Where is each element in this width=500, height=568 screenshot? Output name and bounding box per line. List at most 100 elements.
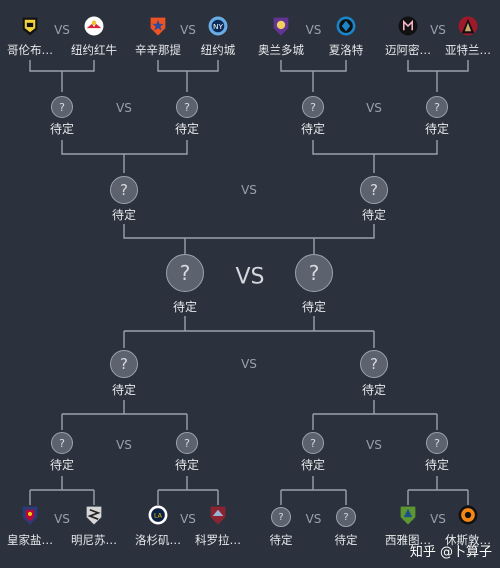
tbd-label: 待定 xyxy=(301,300,326,314)
bracket-bottom-r1-0 xyxy=(29,476,95,505)
slot-top-r2-3[interactable]: ? xyxy=(426,96,448,118)
vs-top-r2-1: VS xyxy=(366,101,382,115)
bracket-top-r2-0 xyxy=(61,140,188,173)
tbd-label: 待定 xyxy=(300,458,325,472)
vs-top-1: VS xyxy=(180,23,196,37)
la-galaxy-crest-icon: LA xyxy=(148,505,169,530)
slot-top-r2-0[interactable]: ? xyxy=(51,96,73,118)
vs-bottom-0: VS xyxy=(54,512,70,526)
slot-final-1[interactable]: ? xyxy=(295,254,333,292)
slot-bottom-r2-2[interactable]: ? xyxy=(302,432,324,454)
slot-top-r2-2[interactable]: ? xyxy=(302,96,324,118)
seattle-sounders-crest-icon xyxy=(398,505,419,530)
team-name-bottom-0: 皇家盐… xyxy=(7,533,53,547)
team-name-top-7: 亚特兰… xyxy=(445,43,491,57)
minnesota-united-crest-icon xyxy=(84,505,105,530)
team-name-top-3: 纽约城 xyxy=(200,43,236,57)
vs-top-r2-0: VS xyxy=(116,101,132,115)
slot-bottom-r3-0[interactable]: ? xyxy=(110,350,138,378)
nycfc-crest-icon: NY xyxy=(208,16,229,41)
question-icon: ? xyxy=(59,436,65,450)
slot-bottom-r1-5[interactable]: ? xyxy=(336,507,356,527)
slot-bottom-r2-3[interactable]: ? xyxy=(426,432,448,454)
inter-miami-crest-icon xyxy=(398,16,419,41)
team-name-top-1: 纽约红牛 xyxy=(71,43,117,57)
columbus-crew-crest-icon xyxy=(20,16,41,41)
tbd-label: 待定 xyxy=(361,208,386,222)
charlotte-fc-crest-icon xyxy=(336,16,357,41)
tbd-label: 待定 xyxy=(300,122,325,136)
tbd-label: 待定 xyxy=(424,122,449,136)
team-name-bottom-7: 休斯敦… xyxy=(445,533,491,547)
vs-bottom-r2-0: VS xyxy=(116,438,132,452)
vs-bottom-r3: VS xyxy=(241,357,257,371)
vs-bottom-1: VS xyxy=(180,512,196,526)
question-icon: ? xyxy=(370,181,378,199)
team-name-top-5: 夏洛特 xyxy=(328,43,364,57)
team-name-bottom-4: 待定 xyxy=(269,533,293,547)
slot-final-0[interactable]: ? xyxy=(166,254,204,292)
bracket-bottom-r1-3 xyxy=(407,476,469,505)
vs-top-0: VS xyxy=(54,23,70,37)
question-icon: ? xyxy=(184,436,190,450)
bracket-top-r1-0 xyxy=(29,60,95,92)
vs-bottom-2: VS xyxy=(305,512,322,526)
vs-bottom-r2-1: VS xyxy=(366,438,382,452)
team-name-bottom-1: 明尼苏… xyxy=(71,533,117,547)
question-icon: ? xyxy=(120,181,128,199)
bracket-top-r1-3 xyxy=(407,60,469,92)
slot-top-r3-0[interactable]: ? xyxy=(110,176,138,204)
question-icon: ? xyxy=(343,511,349,523)
fc-cincinnati-crest-icon xyxy=(148,16,169,41)
svg-text:LA: LA xyxy=(154,513,163,520)
bracket-bottom-final xyxy=(123,316,375,348)
red-bulls-crest-icon xyxy=(84,16,105,41)
vs-final: VS xyxy=(235,264,265,290)
question-icon: ? xyxy=(184,100,190,114)
vs-bottom-3: VS xyxy=(430,512,446,526)
bracket-bottom-r1-1 xyxy=(157,476,219,505)
question-icon: ? xyxy=(370,355,378,373)
bracket-bottom-r2-0 xyxy=(61,400,188,430)
bracket-bottom-r2-1 xyxy=(312,400,438,430)
question-icon: ? xyxy=(59,100,65,114)
slot-top-r3-1[interactable]: ? xyxy=(360,176,388,204)
tbd-label: 待定 xyxy=(111,383,136,397)
slot-bottom-r2-0[interactable]: ? xyxy=(51,432,73,454)
tbd-label: 待定 xyxy=(424,458,449,472)
tbd-label: 待定 xyxy=(174,458,199,472)
question-icon: ? xyxy=(120,355,128,373)
tbd-label: 待定 xyxy=(111,208,136,222)
tbd-label: 待定 xyxy=(49,458,74,472)
tbd-label: 待定 xyxy=(172,300,197,314)
vs-top-2: VS xyxy=(305,23,322,37)
colorado-rapids-crest-icon xyxy=(208,505,229,530)
team-name-bottom-5: 待定 xyxy=(334,533,358,547)
team-name-top-4: 奥兰多城 xyxy=(258,43,304,57)
atlanta-united-crest-icon xyxy=(458,16,479,41)
tbd-label: 待定 xyxy=(49,122,74,136)
bracket-top-r2-1 xyxy=(312,140,438,173)
houston-dynamo-crest-icon xyxy=(458,505,479,530)
question-icon: ? xyxy=(278,511,284,523)
question-icon: ? xyxy=(308,261,320,285)
team-name-bottom-2: 洛杉矶… xyxy=(135,533,181,547)
slot-bottom-r1-4[interactable]: ? xyxy=(271,507,291,527)
slot-bottom-r3-1[interactable]: ? xyxy=(360,350,388,378)
tbd-label: 待定 xyxy=(174,122,199,136)
bracket-top-r1-1 xyxy=(157,60,219,92)
tbd-label: 待定 xyxy=(361,383,386,397)
credit-watermark: 知乎 @卜算子 xyxy=(409,545,492,560)
orlando-city-crest-icon xyxy=(271,16,292,41)
team-name-top-0: 哥伦布… xyxy=(7,43,53,57)
question-icon: ? xyxy=(434,436,440,450)
vs-top-r3: VS xyxy=(241,183,257,197)
bracket-top-r1-2 xyxy=(280,60,347,92)
vs-top-3: VS xyxy=(430,23,446,37)
svg-text:NY: NY xyxy=(213,22,223,31)
slot-top-r2-1[interactable]: ? xyxy=(176,96,198,118)
slot-bottom-r2-1[interactable]: ? xyxy=(176,432,198,454)
team-name-top-6: 迈阿密… xyxy=(385,43,431,57)
